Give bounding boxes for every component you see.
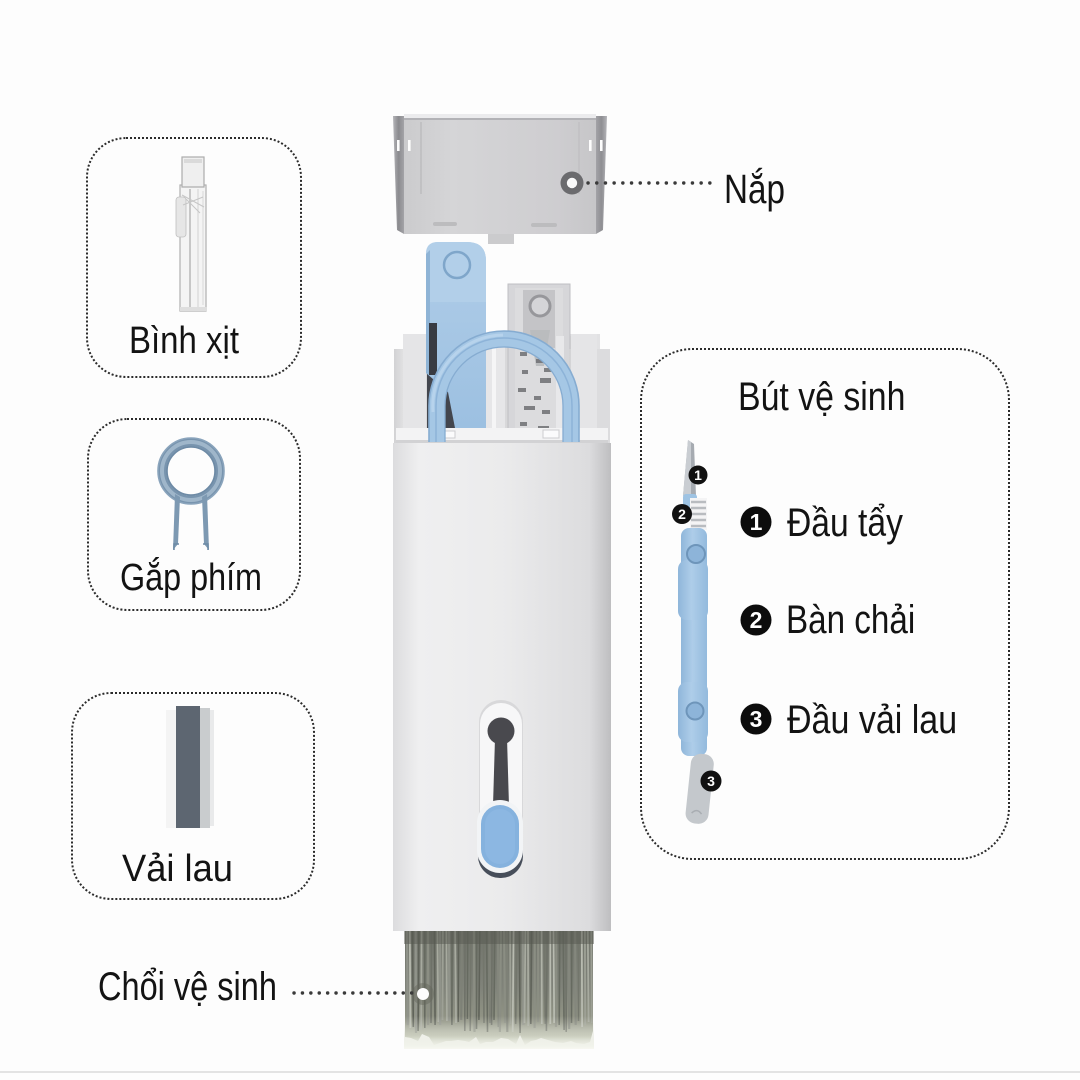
svg-text:2: 2 bbox=[678, 506, 686, 522]
svg-text:2: 2 bbox=[750, 607, 763, 633]
svg-text:3: 3 bbox=[750, 706, 763, 732]
svg-text:1: 1 bbox=[694, 467, 702, 483]
svg-text:3: 3 bbox=[707, 773, 715, 789]
svg-text:1: 1 bbox=[750, 509, 763, 535]
